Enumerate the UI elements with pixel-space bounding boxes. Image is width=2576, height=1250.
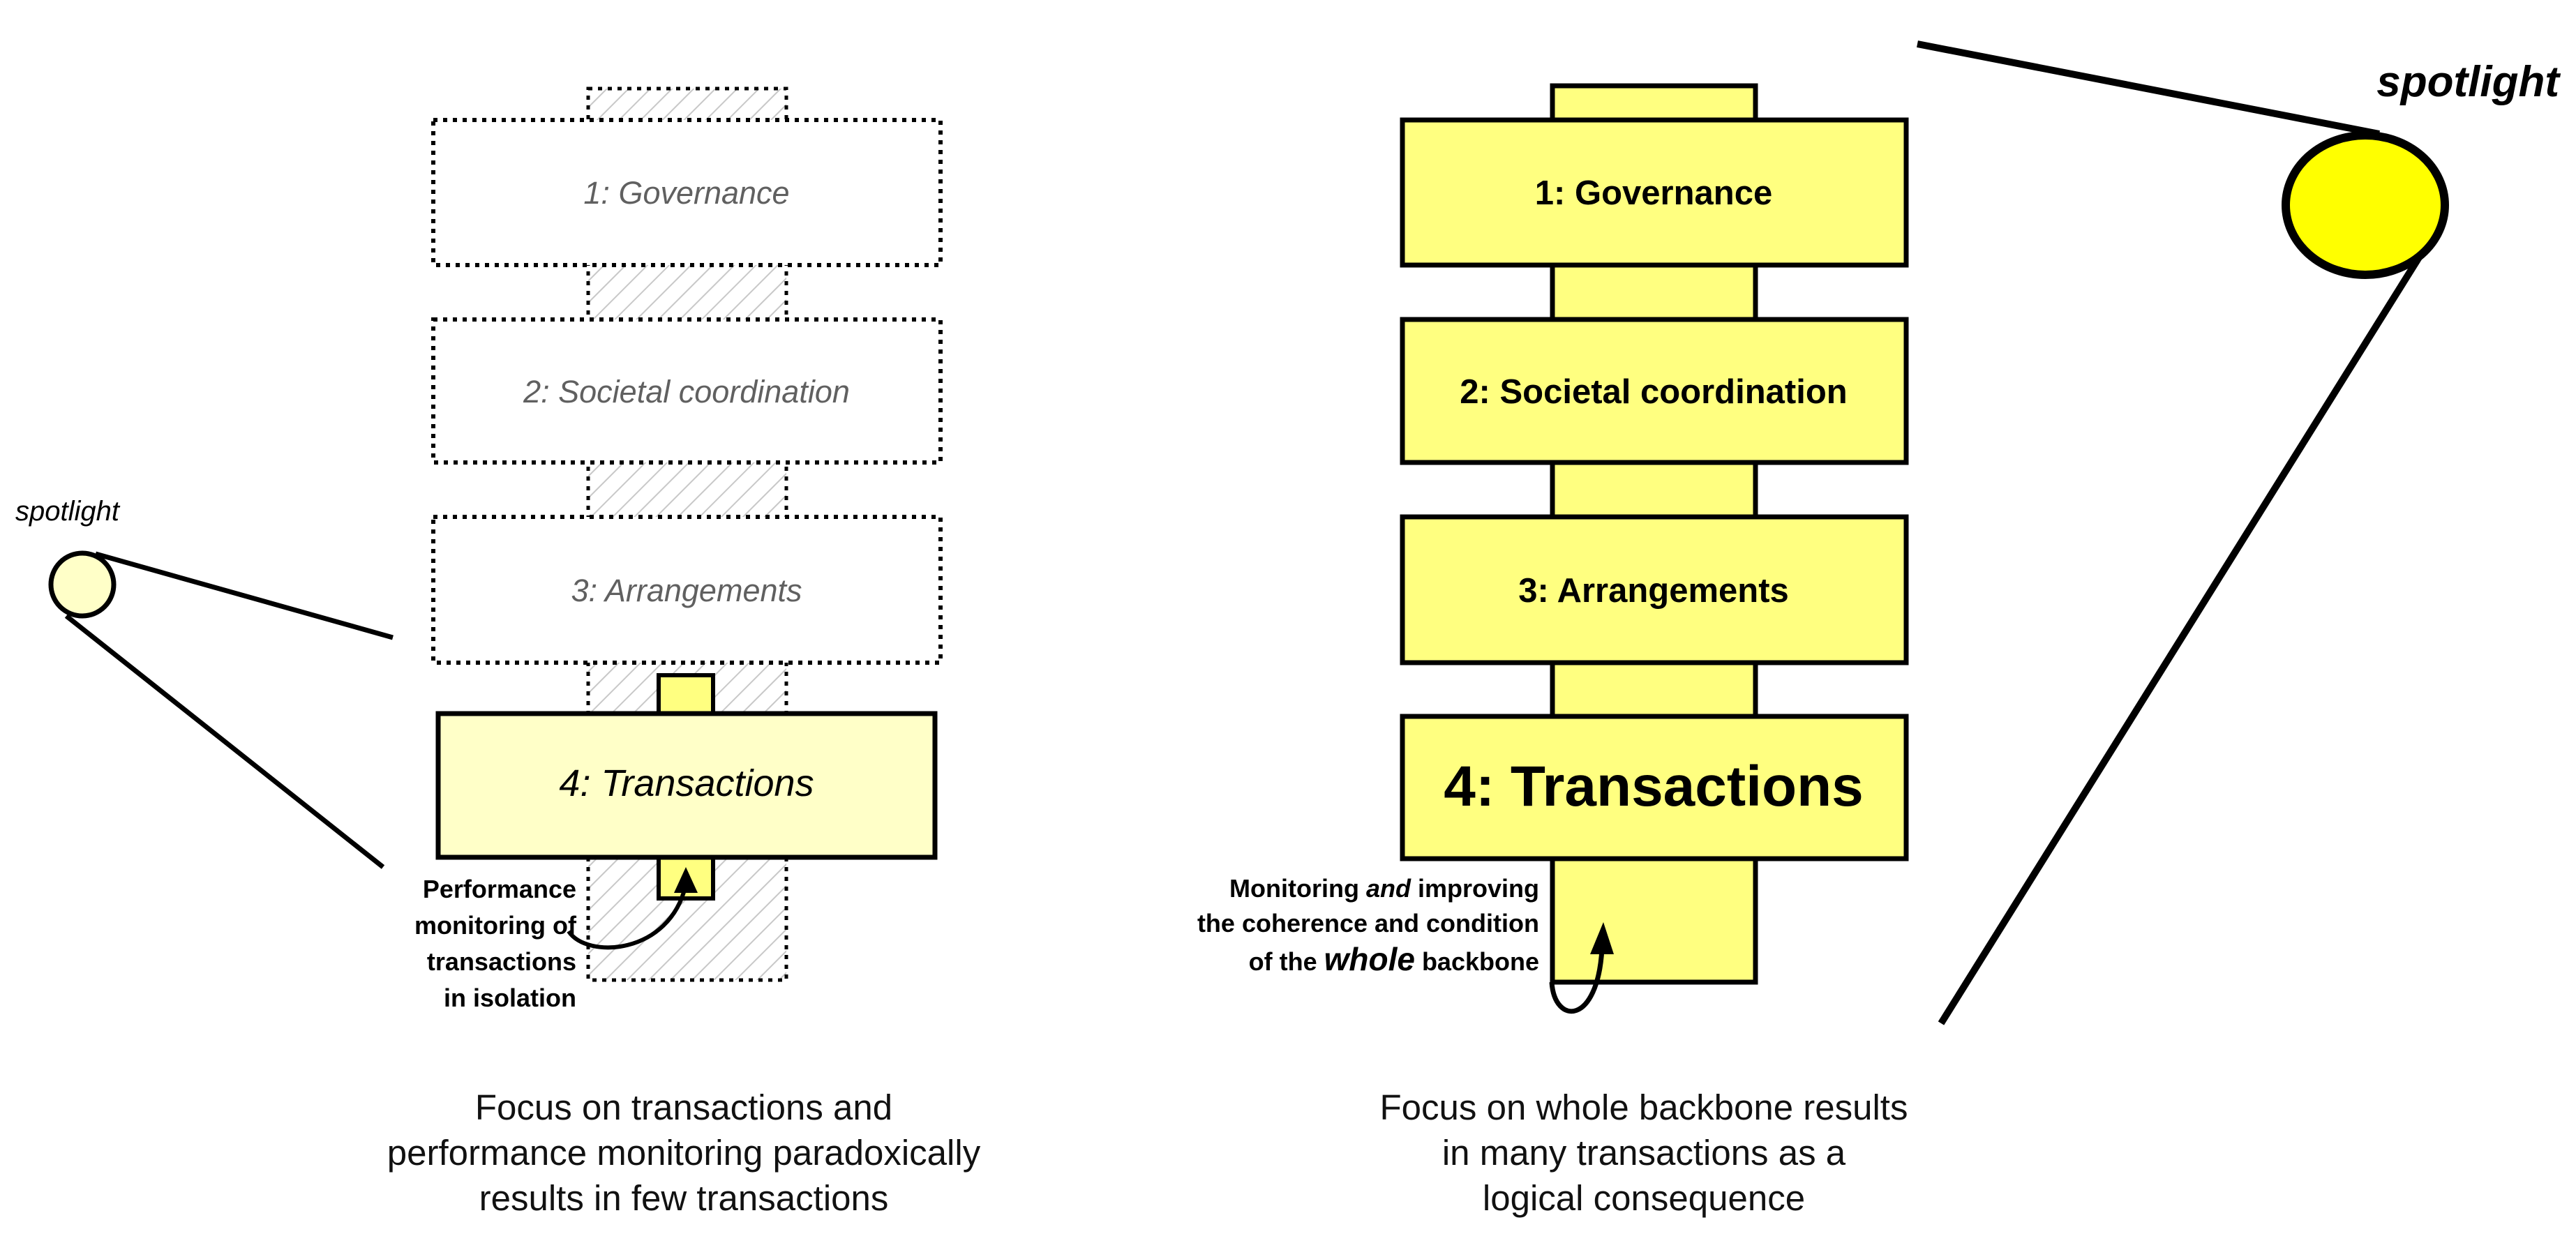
left-layer-governance-label: 1: Governance [583, 175, 789, 211]
left-note-line-1: Performance [423, 875, 576, 903]
left-note-line-3: transactions [427, 947, 576, 976]
right-caption: Focus on whole backbone results in many … [1380, 1087, 1908, 1218]
right-monitoring-note: Monitoring and improving the coherence a… [1197, 874, 1539, 977]
left-layer-transactions: 4: Transactions [435, 711, 938, 860]
right-layer-governance: 1: Governance [1400, 117, 1909, 268]
right-caption-line-3: logical consequence [1483, 1178, 1805, 1218]
right-spotlight: spotlight [1917, 40, 2561, 1025]
left-caption-line-2: performance monitoring paradoxically [387, 1133, 981, 1173]
right-spotlight-label: spotlight [2376, 58, 2561, 106]
right-layer-transactions-label: 4: Transactions [1444, 755, 1864, 818]
right-layer-transactions: 4: Transactions [1400, 714, 1909, 861]
right-layer-arrangements-label: 3: Arrangements [1518, 572, 1789, 610]
right-note-line-3: of the whole backbone [1249, 941, 1539, 977]
right-layer-societal-coordination: 2: Societal coordination [1400, 317, 1909, 465]
left-spotlight: spotlight [15, 496, 394, 869]
left-note-line-2: monitoring of [414, 911, 577, 940]
left-note-line-4: in isolation [444, 984, 576, 1012]
left-layer-arrangements-label: 3: Arrangements [571, 573, 802, 608]
left-panel: 1: Governance 2: Societal coordination 3… [15, 86, 981, 1218]
right-spotlight-lamp [2282, 131, 2449, 279]
right-layer-governance-label: 1: Governance [1535, 174, 1772, 212]
right-layer-arrangements: 3: Arrangements [1400, 514, 1909, 665]
right-caption-line-2: in many transactions as a [1442, 1133, 1846, 1173]
right-layer-societal-coordination-label: 2: Societal coordination [1460, 373, 1847, 411]
left-layer-arrangements: 3: Arrangements [431, 515, 943, 665]
left-transactions-top-tab [657, 673, 715, 716]
left-monitoring-note: Performance monitoring of transactions i… [414, 875, 577, 1012]
left-monitoring-arrow [567, 867, 698, 950]
right-note-line-1: Monitoring and improving [1229, 874, 1539, 903]
left-layer-societal-coordination: 2: Societal coordination [431, 317, 943, 465]
left-layer-transactions-label: 4: Transactions [559, 762, 814, 804]
right-note-line-2: the coherence and condition [1197, 909, 1539, 938]
left-caption-line-3: results in few transactions [479, 1178, 889, 1218]
left-spotlight-lamp [48, 550, 117, 619]
left-caption: Focus on transactions and performance mo… [387, 1087, 981, 1218]
left-caption-line-1: Focus on transactions and [475, 1087, 892, 1127]
left-spotlight-label: spotlight [15, 496, 121, 527]
right-monitoring-arrow [1549, 922, 1614, 1014]
right-panel: 1: Governance 2: Societal coordination 3… [1197, 40, 2561, 1218]
left-layer-societal-coordination-label: 2: Societal coordination [523, 374, 850, 409]
left-layer-governance: 1: Governance [431, 118, 943, 267]
right-caption-line-1: Focus on whole backbone results [1380, 1087, 1908, 1127]
